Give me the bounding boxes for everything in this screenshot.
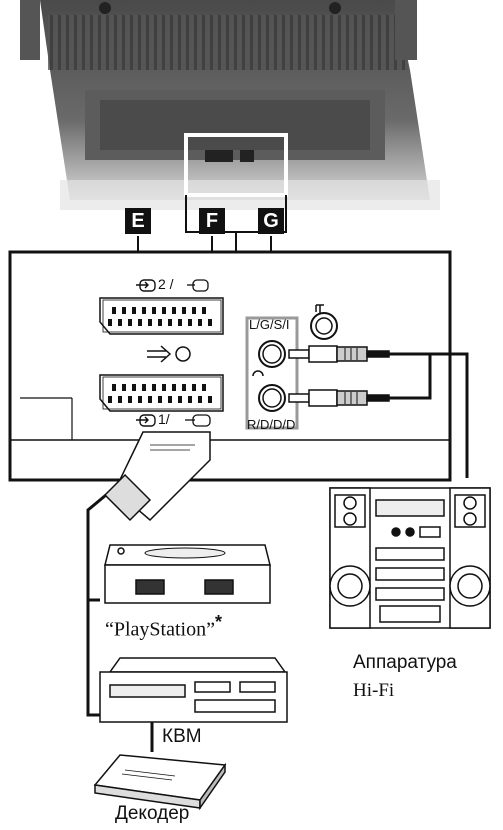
connection-panel	[10, 252, 450, 480]
scart2-label: 2 /	[158, 276, 174, 292]
scart-socket-1[interactable]	[100, 375, 223, 411]
audio-left-label: L/G/S/I	[249, 317, 289, 332]
playstation-caption: “PlayStation”*	[105, 612, 222, 642]
label-g: G	[258, 208, 284, 234]
asterisk: *	[215, 612, 222, 632]
hifi-system	[330, 488, 490, 628]
label-e: E	[125, 208, 151, 234]
hifi-caption-line2: Hi-Fi	[353, 680, 394, 702]
decoder-caption: Декодер	[115, 803, 189, 825]
hifi-caption-line1: Аппаратура	[353, 652, 457, 674]
label-f: F	[199, 208, 225, 234]
playstation-console	[105, 545, 270, 603]
playstation-text: “PlayStation”	[105, 619, 215, 641]
scart1-label: 1/	[158, 411, 170, 427]
vcr-caption: КВМ	[162, 726, 202, 748]
tv-rear-view	[20, 0, 440, 210]
audio-right-label: R/D/D/D	[247, 417, 295, 432]
scart-socket-2[interactable]	[100, 298, 223, 334]
decoder-device	[95, 755, 225, 808]
